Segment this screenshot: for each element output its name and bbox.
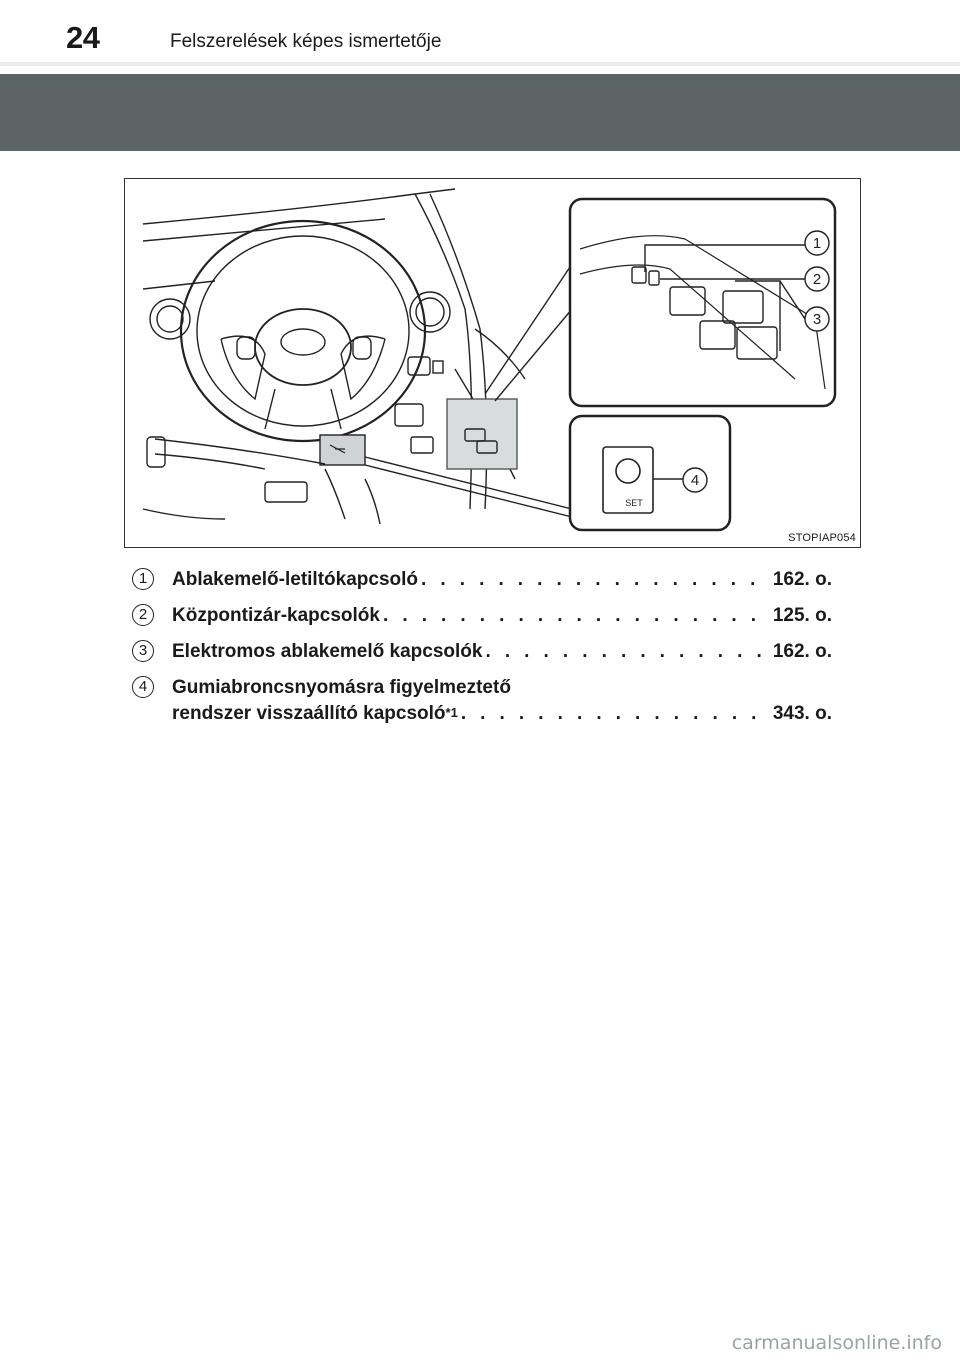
- steering-wheel-icon: [181, 221, 425, 441]
- leader-dots: . . . . . . . . . . . . . . . . . . . . …: [461, 703, 770, 725]
- section-band: [0, 74, 960, 151]
- item-label-line2: rendszer visszaállító kapcsoló: [172, 703, 446, 725]
- leader-dots: . . . . . . . . . . . . . . . . . . . . …: [383, 605, 770, 627]
- callout-1-label: 1: [813, 235, 821, 252]
- legend-item: 3 Elektromos ablakemelő kapcsolók . . . …: [132, 638, 832, 674]
- callout-3-label: 3: [813, 311, 821, 328]
- legend-item: 4 Gumiabroncsnyomásra figyelmeztető rend…: [132, 674, 832, 734]
- callout-2-label: 2: [813, 271, 821, 288]
- page-reference[interactable]: 162. o.: [773, 641, 832, 663]
- tire-switch-location-icon: [320, 435, 365, 465]
- item-label: Központizár-kapcsolók: [172, 605, 380, 627]
- door-switch-location-icon: [447, 399, 517, 469]
- item-number-badge: 4: [132, 676, 154, 698]
- figure-code: STOPIAP054: [788, 532, 856, 544]
- item-label: Elektromos ablakemelő kapcsolók: [172, 641, 482, 663]
- pedal-icon: [265, 482, 307, 502]
- page-reference[interactable]: 343. o.: [773, 703, 832, 725]
- callout-4-label: 4: [691, 472, 699, 489]
- item-label-line1: Gumiabroncsnyomásra figyelmeztető: [172, 677, 511, 699]
- header-divider: [0, 62, 960, 66]
- legend-list: 1 Ablakemelő-letiltókapcsoló . . . . . .…: [132, 566, 832, 734]
- legend-item: 1 Ablakemelő-letiltókapcsoló . . . . . .…: [132, 566, 832, 602]
- item-number-badge: 1: [132, 568, 154, 590]
- dashboard-drawing: 1 2 3 4 SET: [125, 179, 861, 548]
- window-switch-zoom: [570, 199, 835, 406]
- page-reference[interactable]: 162. o.: [773, 569, 832, 591]
- chapter-title: Felszerelések képes ismertetője: [170, 31, 441, 53]
- page-number: 24: [66, 20, 99, 56]
- legend-item: 2 Központizár-kapcsolók . . . . . . . . …: [132, 602, 832, 638]
- item-number-badge: 3: [132, 640, 154, 662]
- page-reference[interactable]: 125. o.: [773, 605, 832, 627]
- dash-top-line: [143, 189, 455, 224]
- footnote-marker: *1: [446, 705, 458, 720]
- item-label: Ablakemelő-letiltókapcsoló: [172, 569, 418, 591]
- leader-dots: . . . . . . . . . . . . . . . . . . . . …: [421, 569, 770, 591]
- item-number-badge: 2: [132, 604, 154, 626]
- page-header: 24 Felszerelések képes ismertetője: [0, 0, 960, 70]
- watermark: carmanualsonline.info: [732, 1332, 942, 1354]
- set-label: SET: [625, 498, 643, 508]
- dashboard-illustration: 1 2 3 4 SET STOPIAP054: [124, 178, 861, 548]
- leader-dots: . . . . . . . . . . . . . . . . . . . . …: [485, 641, 769, 663]
